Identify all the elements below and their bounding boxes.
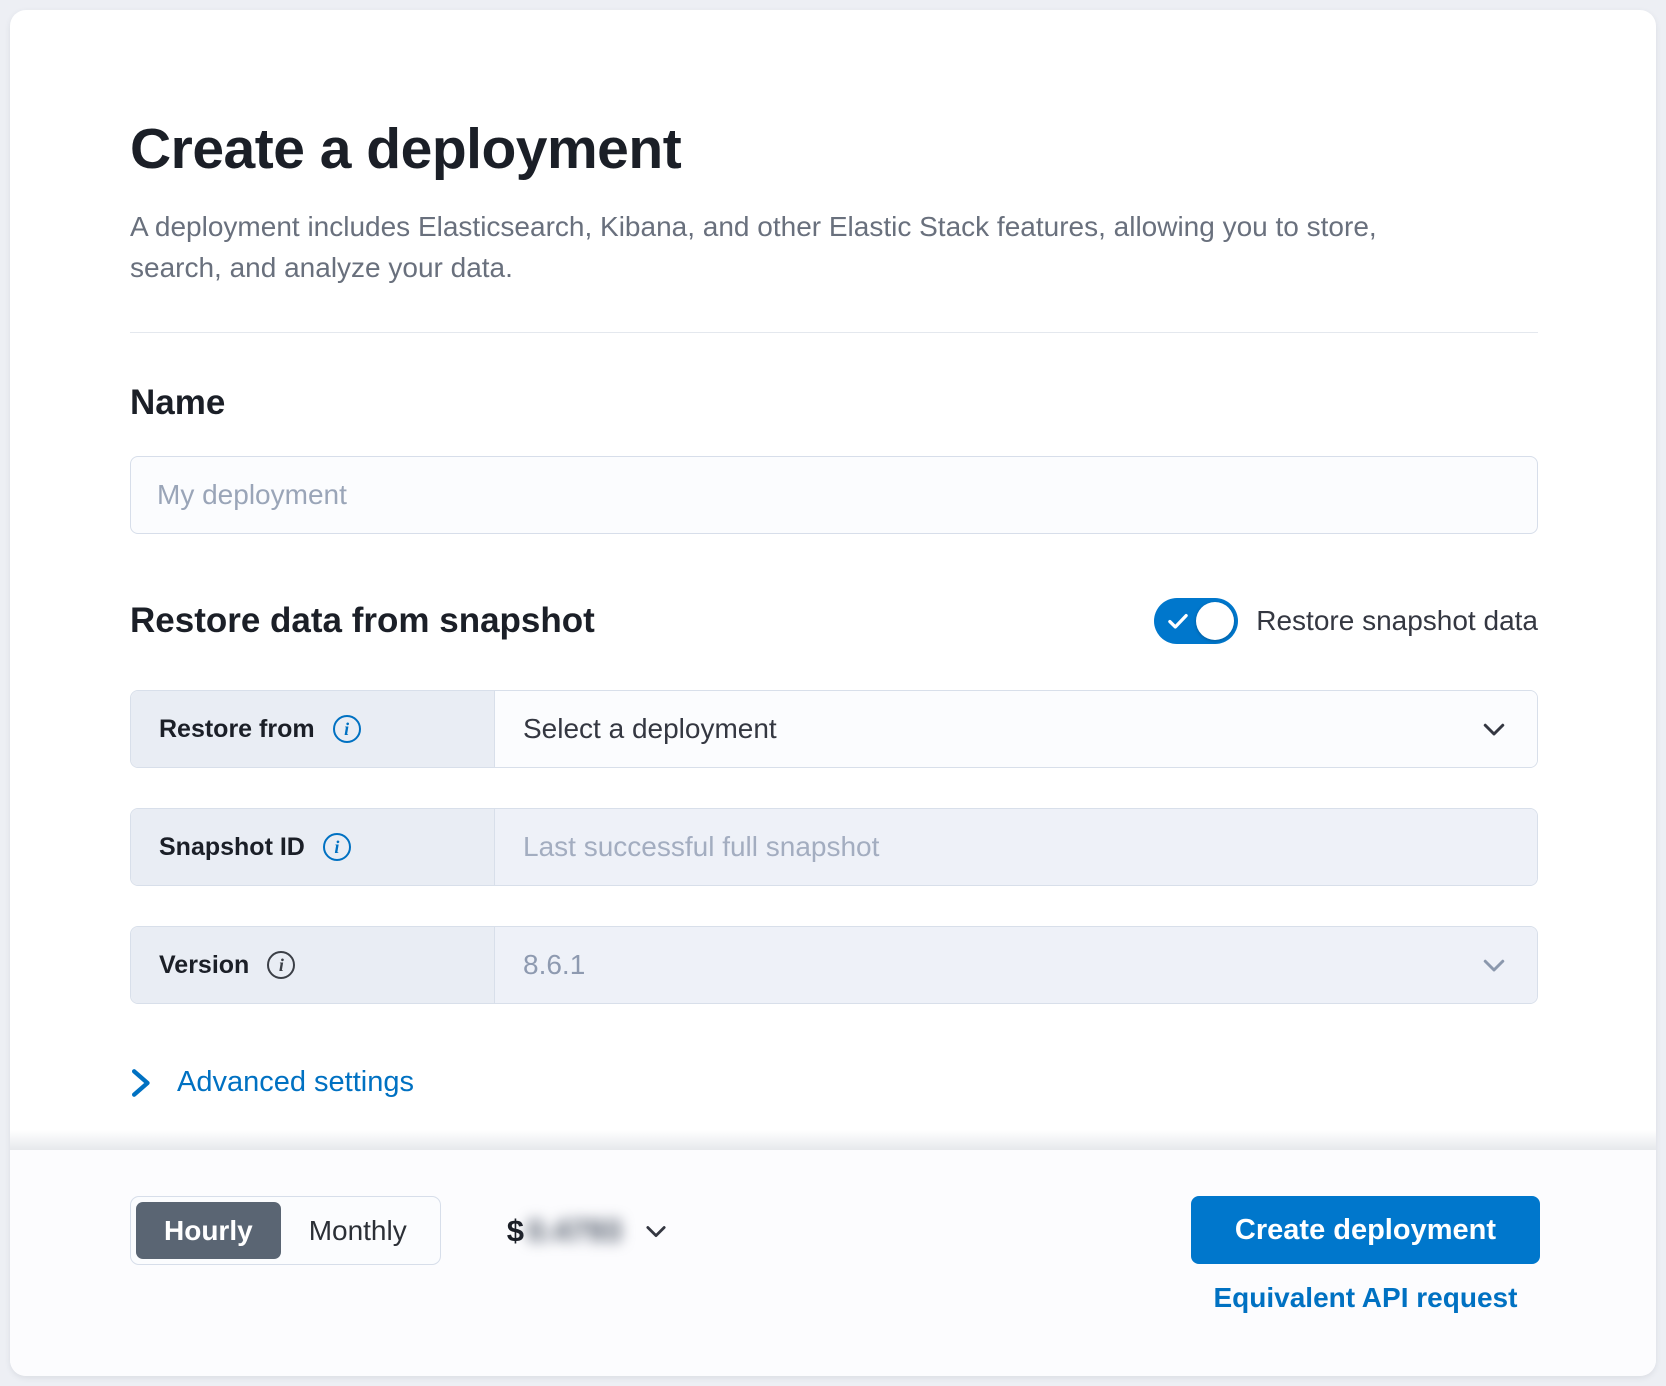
snapshot-id-input xyxy=(523,831,1509,863)
page-subtitle: A deployment includes Elasticsearch, Kib… xyxy=(130,211,1377,283)
version-select: 8.6.1 xyxy=(495,927,1537,1003)
info-icon[interactable]: i xyxy=(322,833,351,861)
cta-column: Create deployment Equivalent API request xyxy=(1190,1196,1540,1314)
price-dropdown[interactable]: $ 0.4793 xyxy=(507,1196,670,1265)
check-icon xyxy=(1165,608,1191,634)
info-icon[interactable]: i xyxy=(267,951,296,979)
restore-from-select[interactable]: Select a deployment xyxy=(495,691,1537,767)
create-deployment-card: Create a deployment A deployment include… xyxy=(10,10,1656,1376)
version-select-value: 8.6.1 xyxy=(523,949,586,980)
billing-period-toggle: Hourly Monthly xyxy=(130,1196,441,1265)
restore-from-select-value: Select a deployment xyxy=(523,713,777,744)
equivalent-api-request-link[interactable]: Equivalent API request xyxy=(1213,1282,1518,1313)
chevron-down-icon xyxy=(642,1217,670,1245)
restore-from-label-cell: Restore from i xyxy=(131,691,495,767)
advanced-settings-label: Advanced settings xyxy=(177,1066,414,1098)
deployment-name-input[interactable] xyxy=(130,456,1538,534)
billing-hourly-button[interactable]: Hourly xyxy=(136,1202,281,1259)
info-icon[interactable]: i xyxy=(332,715,361,743)
restore-snapshot-toggle-group: Restore snapshot data xyxy=(1154,598,1538,644)
price-currency-symbol: $ xyxy=(506,1212,524,1248)
restore-from-label: Restore from xyxy=(159,714,315,743)
price-value-obscured: 0.4793 xyxy=(526,1212,622,1248)
snapshot-section-heading: Restore data from snapshot xyxy=(130,601,595,640)
restore-from-row: Restore from i Select a deployment xyxy=(130,690,1538,768)
create-deployment-button[interactable]: Create deployment xyxy=(1190,1196,1540,1264)
snapshot-id-label-cell: Snapshot ID i xyxy=(131,809,495,885)
name-section-heading: Name xyxy=(130,383,226,422)
snapshot-section-header: Restore data from snapshot Restore snaps… xyxy=(130,598,1538,644)
toggle-label: Restore snapshot data xyxy=(1256,605,1538,636)
footer-bar: Hourly Monthly $ 0.4793 Create deploymen… xyxy=(10,1130,1656,1376)
version-label: Version xyxy=(159,950,250,979)
toggle-knob xyxy=(1196,602,1235,640)
snapshot-id-row: Snapshot ID i xyxy=(130,808,1538,886)
restore-snapshot-toggle[interactable] xyxy=(1154,598,1239,644)
snapshot-id-label: Snapshot ID xyxy=(159,832,305,861)
chevron-down-icon xyxy=(1479,714,1509,744)
version-label-cell: Version i xyxy=(131,927,495,1003)
page-title: Create a deployment xyxy=(130,117,682,181)
advanced-settings-link[interactable]: Advanced settings xyxy=(130,1066,414,1099)
header-divider xyxy=(130,332,1538,333)
snapshot-id-field xyxy=(495,809,1537,885)
version-row: Version i 8.6.1 xyxy=(130,926,1538,1004)
billing-monthly-button[interactable]: Monthly xyxy=(281,1202,435,1259)
main-content: Create a deployment A deployment include… xyxy=(10,10,1656,1150)
chevron-right-icon xyxy=(130,1068,150,1098)
chevron-down-icon xyxy=(1479,950,1509,980)
